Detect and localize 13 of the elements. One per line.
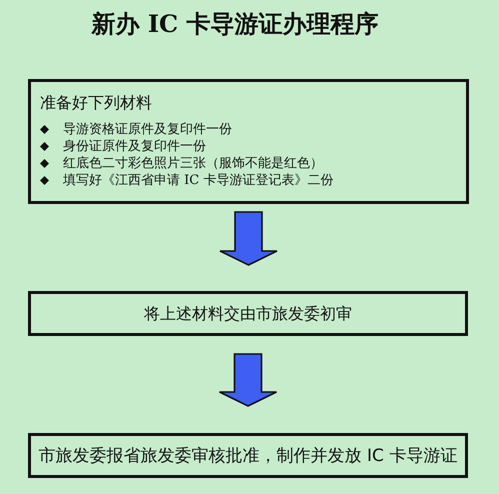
list-item: 填写好《江西省申请 IC 卡导游证登记表》二份 bbox=[63, 172, 334, 189]
process-box bbox=[28, 291, 468, 336]
process-box bbox=[28, 433, 468, 478]
block-arrow bbox=[218, 353, 278, 407]
block-arrow bbox=[219, 211, 278, 266]
list-item: 红底色二寸彩色照片三张（服饰不能是红色） bbox=[63, 155, 323, 172]
title: 新办 IC 卡导游证办理程序 bbox=[90, 8, 380, 40]
list-item: 导游资格证原件及复印件一份 bbox=[63, 121, 232, 138]
step-text: 将上述材料交由市旅发委初审 bbox=[144, 304, 352, 324]
list-heading: 准备好下列材料 bbox=[40, 93, 152, 113]
list-item: 身份证原件及复印件一份 bbox=[63, 138, 206, 155]
process-box bbox=[28, 79, 469, 204]
step-text: 市旅发委报省旅发委审核批准，制作并发放 IC 卡导游证 bbox=[38, 446, 458, 466]
